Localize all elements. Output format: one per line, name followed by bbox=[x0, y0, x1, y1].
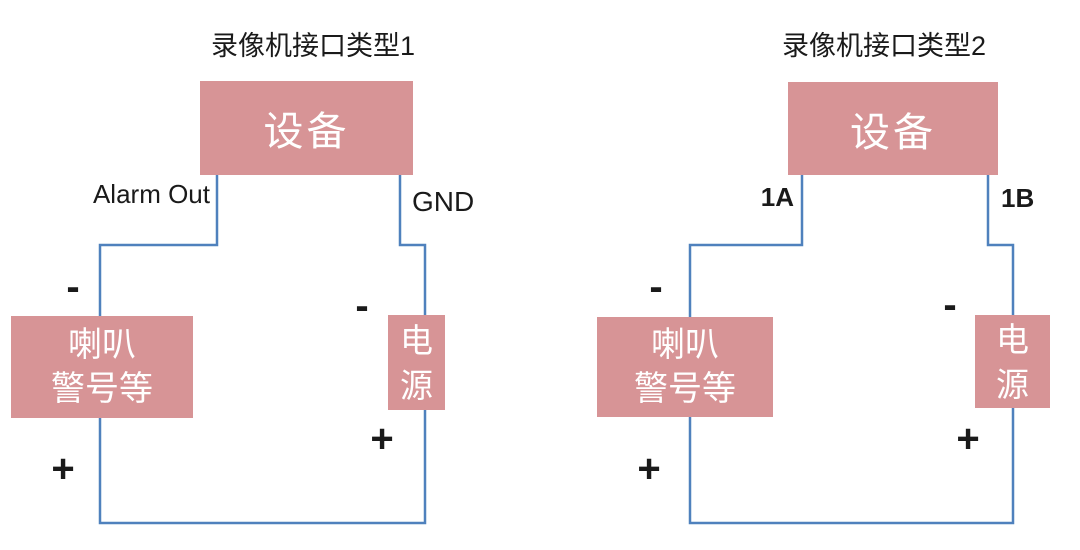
diagram1-terminal-right-label: GND bbox=[412, 186, 475, 217]
diagram2-terminal-right-label: 1B bbox=[1001, 183, 1035, 213]
diagram1-power-minus: - bbox=[355, 284, 369, 328]
diagram2-speaker-line2: 警号等 bbox=[634, 370, 736, 408]
diagram1-device-label: 设备 bbox=[263, 110, 350, 154]
wire-loop-type1 bbox=[98, 175, 427, 525]
diagram2-power-minus: - bbox=[943, 283, 957, 327]
diagram1-title: 录像机接口类型1 bbox=[210, 31, 416, 61]
diagram2-device-box: 设备 bbox=[788, 82, 998, 175]
diagram2-device-label: 设备 bbox=[850, 110, 936, 155]
diagram1-speaker-minus: - bbox=[66, 265, 80, 309]
diagram2-speaker-line1: 喇叭 bbox=[651, 326, 719, 364]
diagram2-title: 录像机接口类型2 bbox=[781, 31, 987, 61]
wire-loop-type2 bbox=[688, 175, 1015, 525]
diagram1-power-line1: 电 bbox=[400, 321, 433, 359]
diagram1-power-line2: 源 bbox=[400, 366, 433, 404]
diagram1-speaker-line1: 喇叭 bbox=[68, 326, 136, 364]
diagram1-device-box: 设备 bbox=[200, 81, 413, 175]
diagram2-power-box: 电 源 bbox=[975, 315, 1050, 408]
diagram2-speaker-plus: + bbox=[637, 447, 661, 491]
diagram1-power-plus: + bbox=[370, 417, 394, 461]
diagram2-power-line2: 源 bbox=[996, 365, 1029, 403]
diagram2-power-plus: + bbox=[956, 417, 980, 461]
diagram1-speaker-plus: + bbox=[51, 447, 75, 491]
diagram1-power-box: 电 源 bbox=[388, 315, 445, 410]
diagram1-terminal-left-label: Alarm Out bbox=[92, 179, 210, 209]
diagram2-terminal-left-label: 1A bbox=[760, 182, 794, 212]
diagram1-speaker-line2: 警号等 bbox=[51, 370, 153, 408]
diagram2-power-line1: 电 bbox=[996, 320, 1029, 358]
diagram1-speaker-box: 喇叭 警号等 bbox=[11, 316, 193, 418]
diagram2-speaker-box: 喇叭 警号等 bbox=[597, 317, 773, 417]
diagram2-speaker-minus: - bbox=[649, 265, 663, 309]
